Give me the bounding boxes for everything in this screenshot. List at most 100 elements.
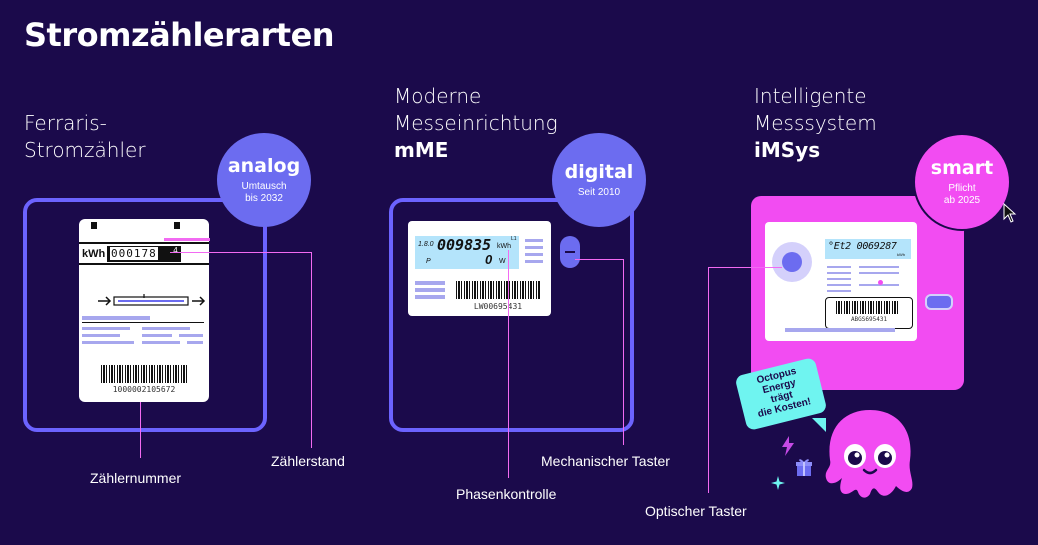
mme-heading-line-2: Messeinrichtung xyxy=(394,111,558,135)
imsys-lcd-unit: kWh xyxy=(897,252,905,257)
meter-mid-rule xyxy=(79,263,209,265)
mme-info-bar xyxy=(415,295,445,299)
mme-info-bar xyxy=(525,253,543,256)
imsys-info-bar xyxy=(827,272,851,274)
kwh-label: kWh xyxy=(82,248,106,260)
label-zaehlernummer: Zählernummer xyxy=(90,470,182,486)
smart-badge-line-1: Pflicht xyxy=(948,183,976,194)
ferraris-heading: Ferraris- Stromzähler xyxy=(24,110,146,164)
optischer-taster-line-h xyxy=(708,267,782,268)
mme-info-bar xyxy=(415,281,445,285)
imsys-info-bar xyxy=(859,284,899,286)
imsys-heading-line-1: Intelligente xyxy=(754,84,867,108)
imsys-info-bar xyxy=(827,284,851,286)
lcd-energy-unit: kWh xyxy=(497,243,511,250)
meter-info-bar xyxy=(82,327,130,330)
smart-badge-title: smart xyxy=(930,157,994,179)
ferraris-serial: 1000002105672 xyxy=(112,385,176,394)
mme-info-bar xyxy=(415,288,445,292)
imsys-heading-line-2: Messsystem xyxy=(754,111,877,135)
imsys-info-bar xyxy=(827,266,851,268)
meter-info-bar xyxy=(187,341,203,344)
counter-box: 000178 xyxy=(107,246,171,262)
mme-heading: Moderne Messeinrichtung mME xyxy=(394,83,558,164)
mme-barcode xyxy=(456,281,540,299)
counter-digits: 000178 xyxy=(110,247,158,260)
imsys-lcd: °Et2 0069287 kWh xyxy=(825,239,911,259)
disc-window xyxy=(96,292,206,306)
imsys-info-bar xyxy=(859,266,899,268)
meter-info-rule xyxy=(82,322,204,323)
lcd-p: P xyxy=(426,258,431,265)
imsys-info-bar xyxy=(859,272,899,274)
mechanical-button-slot xyxy=(565,251,575,253)
imsys-info-bar xyxy=(827,278,851,280)
mme-heading-bold: mME xyxy=(394,138,449,162)
analog-badge-title: analog xyxy=(227,155,301,177)
meter-info-bar xyxy=(82,341,134,344)
mme-frame xyxy=(389,198,634,432)
mme-info-bar xyxy=(525,260,543,263)
imsys-info-bar xyxy=(827,290,851,292)
phasenkontrolle-line xyxy=(508,250,509,478)
imsys-heading-bold: iMSys xyxy=(754,138,821,162)
optical-interface-center xyxy=(782,252,802,272)
imsys-heading: Intelligente Messsystem iMSys xyxy=(754,83,877,164)
imsys-side-button xyxy=(925,294,953,310)
imsys-led xyxy=(878,280,883,285)
lcd-power-unit: W xyxy=(499,258,506,265)
ferraris-barcode xyxy=(101,365,187,383)
imsys-serial: ABGS695431 xyxy=(850,316,888,323)
meter-info-bar xyxy=(142,334,172,337)
sparkle-icon xyxy=(771,476,785,495)
ferraris-meter: kWh 000178 4 1000002105672 xyxy=(79,219,209,402)
lcd-power-value: 0 xyxy=(485,252,493,267)
imsys-bottom-bar xyxy=(785,328,895,332)
zaehlerstand-highlight xyxy=(164,238,210,241)
mme-heading-line-1: Moderne xyxy=(394,84,482,108)
imsys-meter: °Et2 0069287 kWh ABGS695431 xyxy=(765,222,917,341)
digital-badge: digital Seit 2010 xyxy=(552,133,646,227)
mouse-cursor-icon xyxy=(1003,202,1017,228)
smart-badge-line-2: ab 2025 xyxy=(943,195,981,206)
optical-interface xyxy=(772,242,812,282)
meter-top-rule xyxy=(79,242,209,244)
mme-info-bar xyxy=(525,239,543,242)
optischer-taster-line-v xyxy=(708,267,709,493)
lcd-obis: 1.8.0 xyxy=(418,241,434,248)
label-optischer-taster: Optischer Taster xyxy=(645,503,747,519)
analog-badge-line-2: bis 2032 xyxy=(245,193,283,204)
analog-badge: analog Umtausch bis 2032 xyxy=(217,133,311,227)
meter-info-bar xyxy=(82,316,150,320)
label-mechanischer-taster: Mechanischer Taster xyxy=(541,453,670,469)
imsys-barcode xyxy=(836,301,900,314)
zaehlerstand-line-h xyxy=(170,252,312,253)
gift-icon xyxy=(794,457,814,482)
meter-info-bar xyxy=(142,341,180,344)
lcd-energy-value: 009835 xyxy=(437,236,492,254)
lightning-icon xyxy=(781,436,795,461)
mechanical-button xyxy=(560,236,580,268)
meter-info-bar xyxy=(179,334,203,337)
imsys-label-box: ABGS695431 xyxy=(825,297,913,329)
analog-badge-line-1: Umtausch xyxy=(241,181,287,192)
ferraris-heading-line-1: Ferraris- xyxy=(24,111,107,135)
counter-tail-digit: 4 xyxy=(170,246,181,262)
digital-badge-line-1: Seit 2010 xyxy=(577,187,621,198)
lcd-phase-marker: L1 xyxy=(511,236,517,242)
octopus-mascot-icon xyxy=(822,408,918,505)
ferraris-frame xyxy=(23,198,267,432)
imsys-lcd-value: °Et2 0069287 xyxy=(828,241,897,252)
label-phasenkontrolle: Phasenkontrolle xyxy=(456,486,557,502)
digital-badge-title: digital xyxy=(564,161,634,183)
speech-bubble-tail xyxy=(812,418,828,439)
mme-info-bar xyxy=(525,246,543,249)
zaehlerstand-line-v xyxy=(311,252,312,448)
meter-info-bar xyxy=(142,327,190,330)
mme-serial: LW00695431 xyxy=(473,302,523,311)
mme-lcd: 1.8.0 009835 kWh L1 P 0 W xyxy=(415,236,519,269)
meter-info-bar xyxy=(82,334,120,337)
taster-line-h xyxy=(575,259,623,260)
meter-clip-right xyxy=(174,222,180,229)
ferraris-heading-line-2: Stromzähler xyxy=(24,138,146,162)
